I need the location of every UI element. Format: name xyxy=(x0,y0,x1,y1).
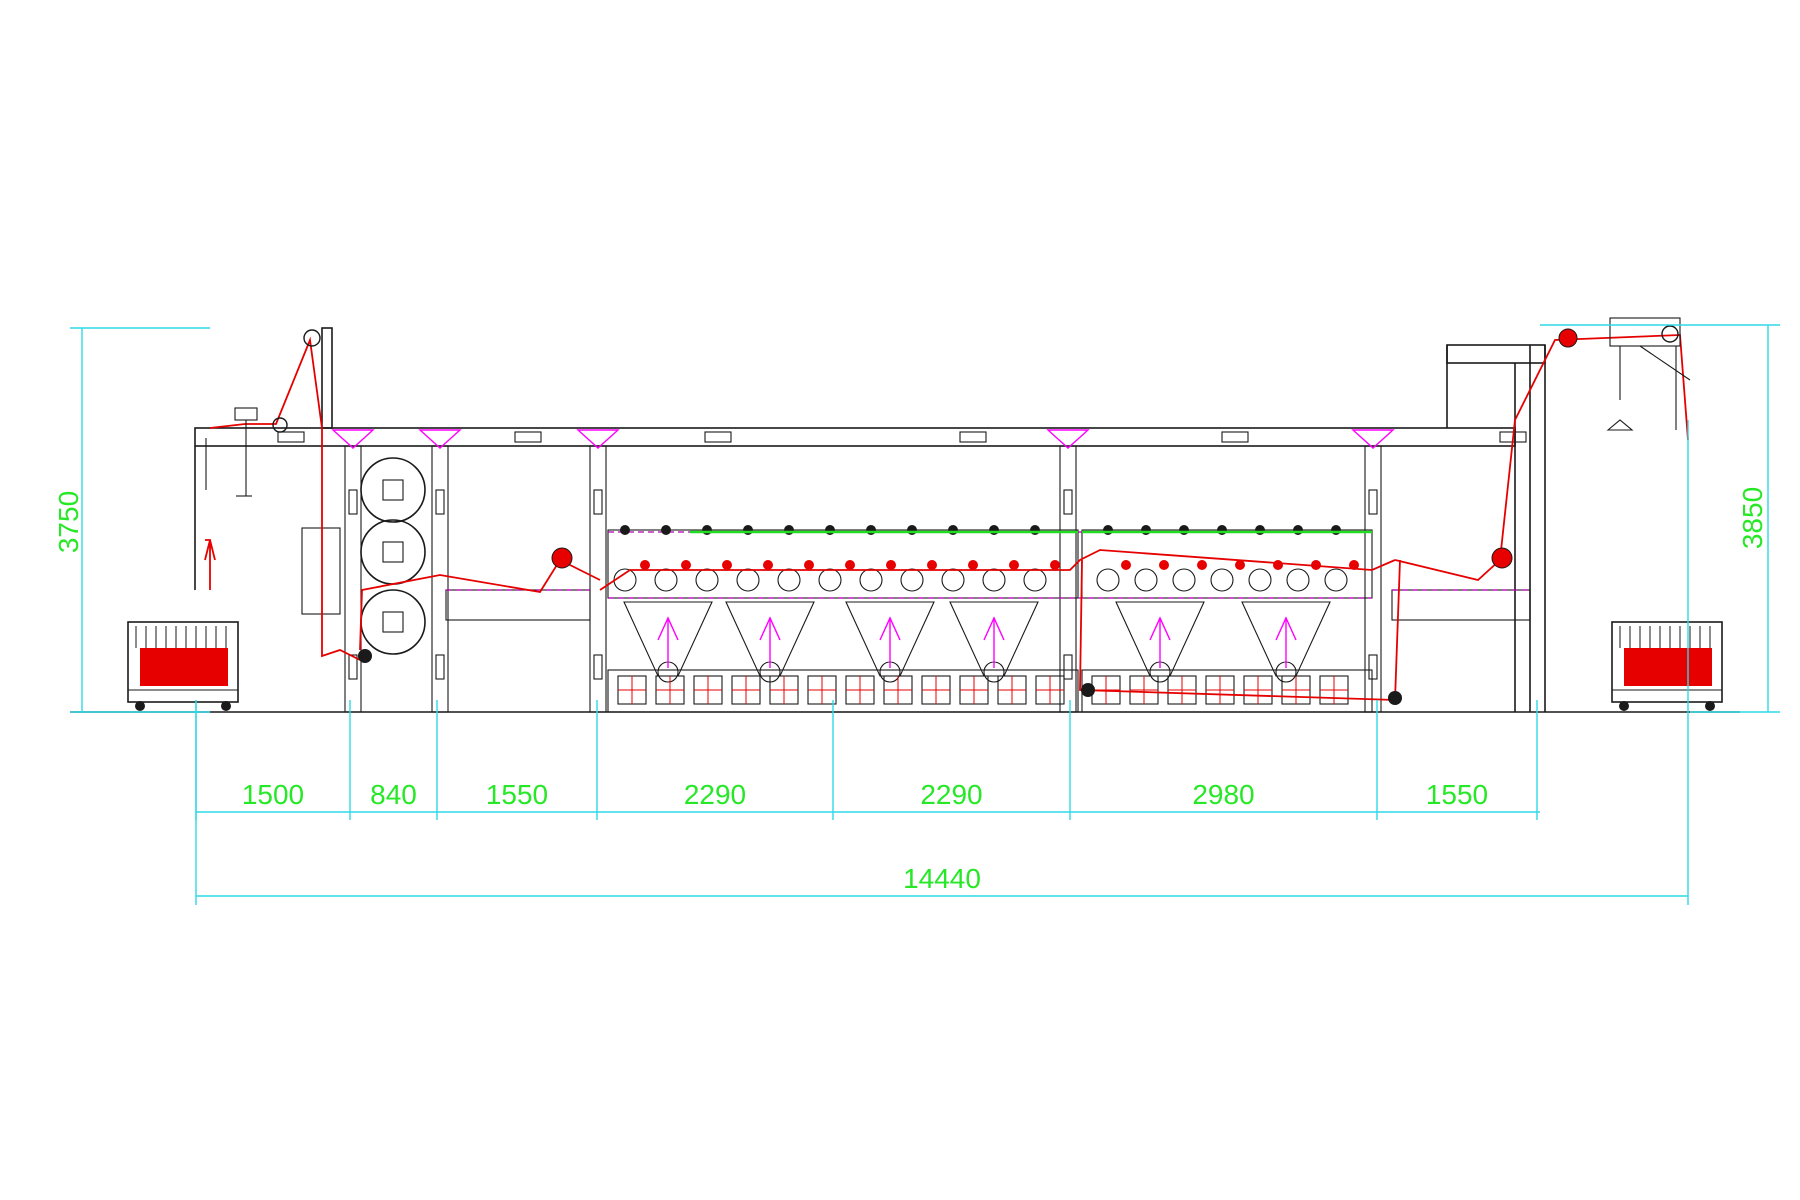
segment-labels: 1500 840 1550 2290 2290 2980 1550 xyxy=(242,779,1488,810)
drying-cylinders xyxy=(301,457,426,655)
machine-frame xyxy=(70,327,1740,713)
roller xyxy=(695,568,719,592)
roller xyxy=(736,568,760,592)
right-takeoff-unit xyxy=(1606,317,1691,431)
segment-label: 840 xyxy=(370,779,417,810)
roller xyxy=(982,568,1006,592)
column xyxy=(576,429,620,713)
segment-ticks xyxy=(195,700,1538,820)
roller xyxy=(1286,568,1310,592)
left-entry-unit xyxy=(205,407,258,497)
roller xyxy=(941,568,965,592)
height-label-left: 3750 xyxy=(53,491,84,553)
overall-length-label: 14440 xyxy=(903,863,981,894)
roller xyxy=(1023,568,1047,592)
beam-plate xyxy=(959,431,987,443)
roller xyxy=(1096,568,1120,592)
segment-label: 1500 xyxy=(242,779,304,810)
roller xyxy=(1248,568,1272,592)
dimension-lines xyxy=(70,324,1780,905)
column xyxy=(418,429,462,713)
beam-plate xyxy=(277,431,305,443)
column xyxy=(331,429,375,713)
tank-modules xyxy=(617,675,1349,705)
segment-label: 1550 xyxy=(486,779,548,810)
column xyxy=(1351,429,1395,713)
roller xyxy=(654,568,678,592)
beam-plate xyxy=(1221,431,1249,443)
roller xyxy=(1134,568,1158,592)
segment-label: 2290 xyxy=(684,779,746,810)
roller xyxy=(1172,568,1196,592)
roller xyxy=(1324,568,1348,592)
roller xyxy=(818,568,842,592)
roller xyxy=(1210,568,1234,592)
roller xyxy=(777,568,801,592)
support-columns xyxy=(277,429,1527,713)
segment-label: 1550 xyxy=(1426,779,1488,810)
guide-rollers xyxy=(613,525,1359,592)
segment-label: 2980 xyxy=(1192,779,1254,810)
height-label-right: 3850 xyxy=(1737,487,1768,549)
beam-plate xyxy=(514,431,542,443)
fabric-trolley-left xyxy=(127,621,239,711)
roller xyxy=(859,568,883,592)
roller xyxy=(900,568,924,592)
segment-label: 2290 xyxy=(920,779,982,810)
fabric-trolley-right xyxy=(1611,621,1723,711)
fabric-path xyxy=(204,325,1689,705)
beam-plate xyxy=(704,431,732,443)
